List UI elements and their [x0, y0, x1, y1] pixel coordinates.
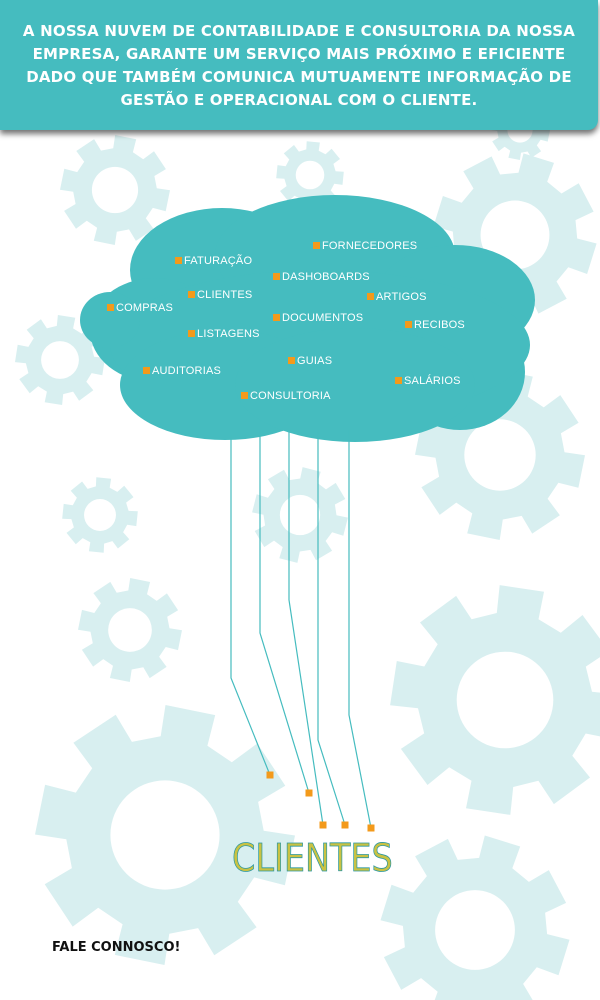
bullet-icon [395, 377, 402, 384]
cloud-item-auditorias: AUDITORIAS [143, 365, 221, 377]
contact-link[interactable]: FALE CONNOSCO! [52, 940, 181, 955]
gear-icon [78, 578, 182, 682]
bullet-icon [313, 242, 320, 249]
cloud-item-label: COMPRAS [116, 302, 174, 314]
connector-endpoint [266, 771, 274, 779]
gear-icon [276, 141, 344, 209]
cloud-item-label: SALÁRIOS [404, 375, 461, 387]
bullet-icon [288, 357, 295, 364]
bullet-icon [188, 330, 195, 337]
cloud-item-dashboards: DASHOBOARDS [273, 271, 370, 283]
gear-icon [35, 705, 295, 965]
cloud-item-label: RECIBOS [414, 319, 465, 331]
connector-endpoint [367, 824, 375, 832]
connector-line [348, 430, 372, 829]
cloud-item-listagens: LISTAGENS [188, 328, 260, 340]
bullet-icon [367, 293, 374, 300]
cloud-item-guias: GUIAS [288, 355, 332, 367]
cloud-item-label: FORNECEDORES [322, 240, 418, 252]
gear-icon [60, 135, 170, 245]
clients-title: CLIENTES [232, 836, 393, 881]
cloud-item-label: CONSULTORIA [250, 390, 331, 402]
cloud-item-label: LISTAGENS [197, 328, 260, 340]
gear-icon [62, 477, 138, 553]
connector-endpoint [341, 821, 349, 829]
connector-line [288, 430, 324, 826]
bullet-icon [241, 392, 248, 399]
cloud-item-clientes: CLIENTES [188, 289, 252, 301]
gear-icon [380, 835, 570, 1000]
cloud-item-label: FATURAÇÃO [184, 255, 253, 267]
gear-icon [252, 467, 348, 563]
cloud-item-label: CLIENTES [197, 289, 253, 301]
bullet-icon [273, 314, 280, 321]
connector-line [259, 430, 310, 794]
gear-icon [390, 585, 600, 815]
cloud-item-recibos: RECIBOS [405, 319, 465, 331]
header-banner: A NOSSA NUVEM DE CONTABILIDADE E CONSULT… [0, 0, 598, 130]
connector-endpoint [319, 821, 327, 829]
gear-icon [15, 315, 105, 405]
bullet-icon [405, 321, 412, 328]
cloud-item-label: DOCUMENTOS [282, 312, 364, 324]
header-text: A NOSSA NUVEM DE CONTABILIDADE E CONSULT… [22, 22, 576, 109]
cloud-item-compras: COMPRAS [107, 302, 173, 314]
bullet-icon [143, 367, 150, 374]
cloud-item-label: DASHOBOARDS [282, 271, 370, 283]
cloud-item-faturacao: FATURAÇÃO [175, 255, 252, 267]
cloud-icon [80, 195, 535, 442]
cloud-item-salarios: SALÁRIOS [395, 375, 461, 387]
connector-endpoint [305, 789, 313, 797]
connector-endpoints [266, 771, 375, 832]
cloud-item-fornecedores: FORNECEDORES [313, 240, 417, 252]
bullet-icon [175, 257, 182, 264]
bullet-icon [188, 291, 195, 298]
cloud-item-label: GUIAS [297, 355, 333, 367]
cloud-item-documentos: DOCUMENTOS [273, 312, 363, 324]
connector-line [230, 435, 271, 776]
cloud-item-label: AUDITORIAS [152, 365, 222, 377]
cloud-item-label: ARTIGOS [376, 291, 427, 303]
connector-line [317, 430, 346, 826]
connector-lines [230, 430, 372, 829]
bullet-icon [273, 273, 280, 280]
cloud-item-consultoria: CONSULTORIA [241, 390, 331, 402]
cloud-item-artigos: ARTIGOS [367, 291, 427, 303]
bullet-icon [107, 304, 114, 311]
